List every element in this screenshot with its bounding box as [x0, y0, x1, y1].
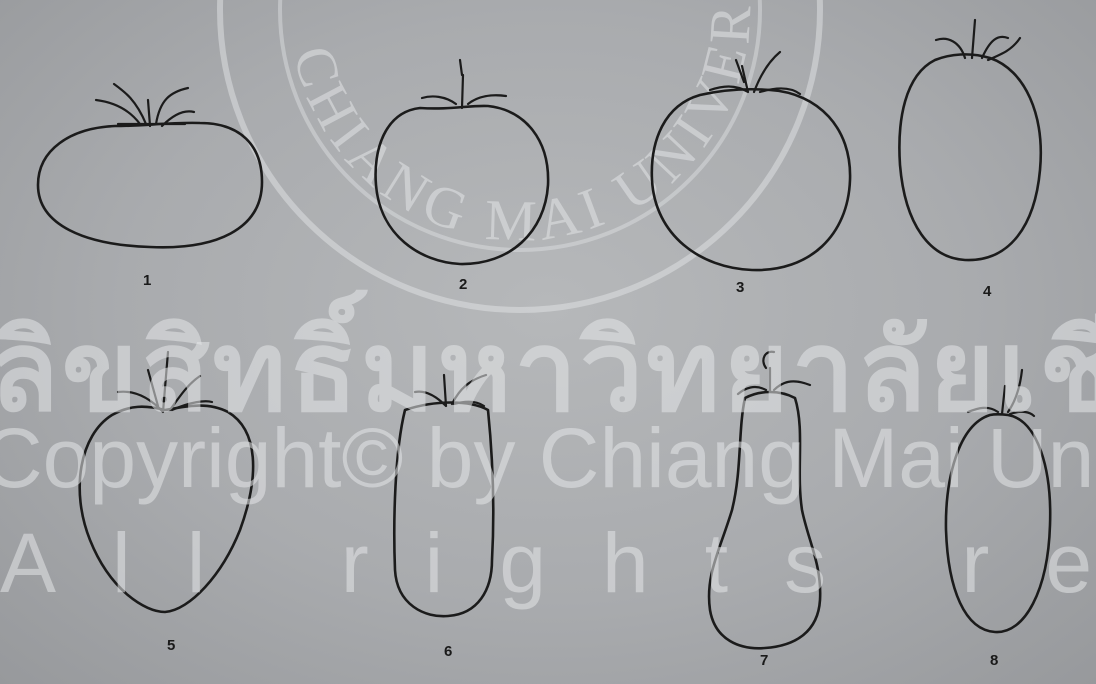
tomato-shape-2 [376, 60, 549, 264]
tomato-shape-3 [652, 52, 850, 270]
rights-reserved-watermark: All rights reserved [0, 515, 1096, 612]
tomato-shape-1 [38, 84, 262, 247]
shape-label-5: 5 [167, 637, 175, 654]
copyright-watermark: Copyright© by Chiang Mai University [0, 410, 1096, 507]
shape-label-7: 7 [760, 652, 768, 669]
shape-label-6: 6 [444, 643, 452, 660]
shape-label-8: 8 [990, 652, 998, 669]
tomato-shape-4 [899, 20, 1040, 260]
